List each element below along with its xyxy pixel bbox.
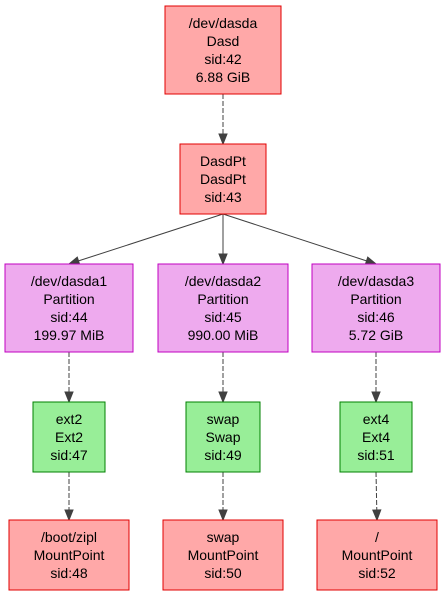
node-label-line: MountPoint — [34, 547, 105, 563]
node-label-line: sid:43 — [204, 189, 242, 205]
node-label-line: 6.88 GiB — [196, 69, 250, 85]
node-box — [311, 263, 441, 353]
node-label-line: Ext4 — [362, 429, 390, 445]
node-box — [157, 263, 289, 353]
arrowhead-icon — [218, 133, 228, 146]
node-label-line: /boot/zipl — [41, 529, 97, 545]
edge-line — [375, 471, 378, 511]
node-label-line: MountPoint — [342, 547, 413, 563]
node-label-line: sid:49 — [204, 447, 242, 463]
arrowhead-icon — [64, 509, 74, 522]
node-label-line: Dasd — [207, 33, 240, 49]
edge-n44-n47 — [64, 352, 74, 404]
node-label-line: Partition — [43, 291, 94, 307]
node-label-line: Partition — [197, 291, 248, 307]
arrowhead-icon — [218, 391, 228, 404]
node-label-line: Partition — [350, 291, 401, 307]
node-box — [164, 5, 282, 95]
node-box — [8, 519, 130, 591]
edge-line — [78, 213, 224, 262]
node-box — [4, 263, 134, 353]
arrowhead-icon — [218, 253, 228, 266]
edge-line — [222, 213, 367, 262]
edge-n51-n52 — [372, 471, 382, 522]
node-label-line: swap — [207, 529, 240, 545]
node-box — [32, 401, 106, 473]
node-label-line: DasdPt — [200, 171, 246, 187]
node-label-line: sid:51 — [357, 447, 395, 463]
edge-n42-n43 — [218, 94, 228, 146]
node-label-line: sid:50 — [204, 565, 242, 581]
node-label-line: 199.97 MiB — [34, 327, 105, 343]
edge-n47-n48 — [64, 472, 74, 522]
arrowhead-icon — [218, 509, 228, 522]
node-label-line: sid:45 — [204, 309, 242, 325]
node-box — [316, 519, 438, 591]
node-box — [162, 519, 284, 591]
node-label-line: /dev/dasda3 — [338, 273, 414, 289]
node-label-line: ext2 — [56, 411, 83, 427]
node-label-line: sid:44 — [50, 309, 88, 325]
node-label-line: sid:47 — [50, 447, 88, 463]
node-label-line: Swap — [205, 429, 240, 445]
node-label-line: sid:48 — [50, 565, 88, 581]
node-label-line: ext4 — [363, 411, 390, 427]
node-label-line: Ext2 — [55, 429, 83, 445]
arrowhead-icon — [64, 391, 74, 404]
edge-n45-n49 — [218, 352, 228, 404]
node-label-line: /dev/dasda — [189, 15, 258, 31]
node-label-line: sid:42 — [204, 51, 242, 67]
node-label-line: sid:46 — [357, 309, 395, 325]
node-label-line: sid:52 — [358, 565, 396, 581]
edge-n43-n45 — [218, 214, 228, 266]
node-box — [179, 143, 267, 215]
edge-n43-n44 — [67, 213, 224, 266]
node-label-line: DasdPt — [200, 153, 246, 169]
node-mount-n52[interactable]: / MountPoint sid:52 — [316, 519, 438, 591]
arrowhead-icon — [371, 391, 381, 404]
node-label-line: /dev/dasda2 — [185, 273, 261, 289]
node-label-line: 990.00 MiB — [188, 327, 259, 343]
node-box — [339, 401, 413, 473]
edge-n46-n51 — [371, 352, 381, 404]
edge-n43-n46 — [222, 213, 378, 266]
arrowhead-icon — [372, 509, 382, 522]
node-label-line: MountPoint — [188, 547, 259, 563]
node-box — [185, 401, 261, 473]
node-label-line: swap — [207, 411, 240, 427]
node-label-line: / — [375, 529, 379, 545]
edge-n49-n50 — [218, 472, 228, 522]
node-label-line: 5.72 GiB — [349, 327, 403, 343]
node-label-line: /dev/dasda1 — [31, 273, 107, 289]
